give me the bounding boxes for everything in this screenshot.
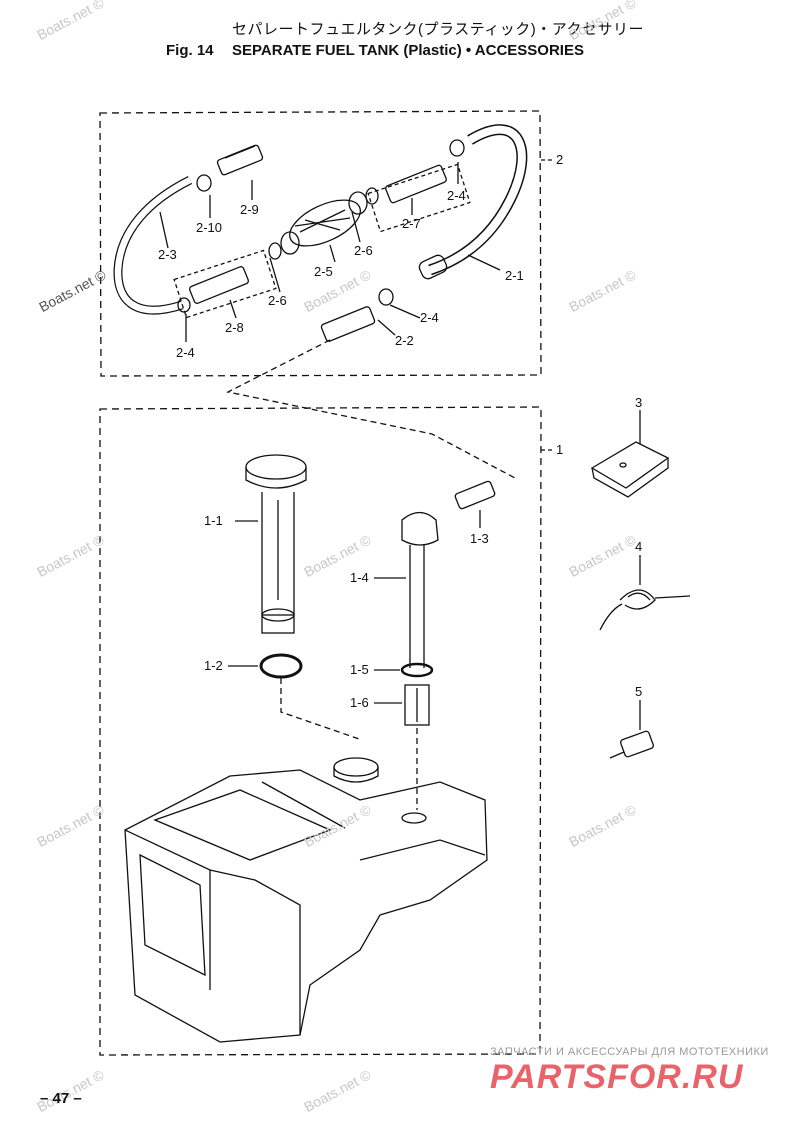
callout-2-4-right: 2-4 <box>420 310 439 325</box>
callout-2-4-left: 2-4 <box>176 345 195 360</box>
callout-1-5: 1-5 <box>350 662 369 677</box>
title-japanese: セパレートフュエルタンク(プラスティック)・アクセサリー <box>232 21 645 38</box>
connector-2-9 <box>216 144 264 176</box>
callout-1-3: 1-3 <box>470 531 489 546</box>
callout-2-9: 2-9 <box>240 202 259 217</box>
group-2-box <box>99 110 542 377</box>
callout-2-10: 2-10 <box>196 220 223 235</box>
brand-logo: PARTSFOR.RU <box>490 1058 744 1096</box>
title-english: SEPARATE FUEL TANK (Plastic) • ACCESSORI… <box>232 42 584 59</box>
valve-2-7 <box>385 164 447 204</box>
primer-bulb-2-5 <box>268 187 379 260</box>
callout-2: 2 <box>556 152 564 167</box>
callout-2-8: 2-8 <box>225 320 244 335</box>
callout-2-2: 2-2 <box>395 333 414 348</box>
fuel-tank <box>124 757 488 1043</box>
figure-number: Fig. 14 <box>166 42 214 59</box>
callout-5: 5 <box>635 684 643 699</box>
fuel-gauge-1-1 <box>245 454 307 634</box>
callout-2-5: 2-5 <box>314 264 333 279</box>
callout-4: 4 <box>635 539 643 554</box>
pickup-1-4 <box>401 511 439 668</box>
group-1-box <box>99 406 542 1056</box>
callout-2-3: 2-3 <box>158 247 177 262</box>
filter-1-6 <box>404 684 430 726</box>
callout-2-6-left: 2-6 <box>268 293 287 308</box>
callout-2-1: 2-1 <box>505 268 524 283</box>
callout-1-2: 1-2 <box>204 658 223 673</box>
valve-2-8 <box>188 266 250 304</box>
callout-1: 1 <box>556 442 564 457</box>
page-number: – 47 – <box>40 1090 82 1107</box>
part-5-plug <box>609 730 654 759</box>
callout-1-4: 1-4 <box>350 570 369 585</box>
callout-3: 3 <box>635 395 643 410</box>
connector-2-2 <box>320 306 376 342</box>
part-3-cap <box>590 441 670 498</box>
callout-2-6-right: 2-6 <box>354 243 373 258</box>
brand-subtitle: ЗАПЧАСТИ И АКСЕССУАРЫ ДЛЯ МОТОТЕХНИКИ <box>490 1046 769 1058</box>
callout-1-6: 1-6 <box>350 695 369 710</box>
fitting-1-3 <box>454 480 496 510</box>
callout-2-4-top: 2-4 <box>447 188 466 203</box>
part-4-wire <box>599 589 691 631</box>
callout-1-1: 1-1 <box>204 513 223 528</box>
callout-2-7: 2-7 <box>402 216 421 231</box>
gasket-1-2 <box>259 653 303 679</box>
o-ring-1-5 <box>400 662 434 678</box>
